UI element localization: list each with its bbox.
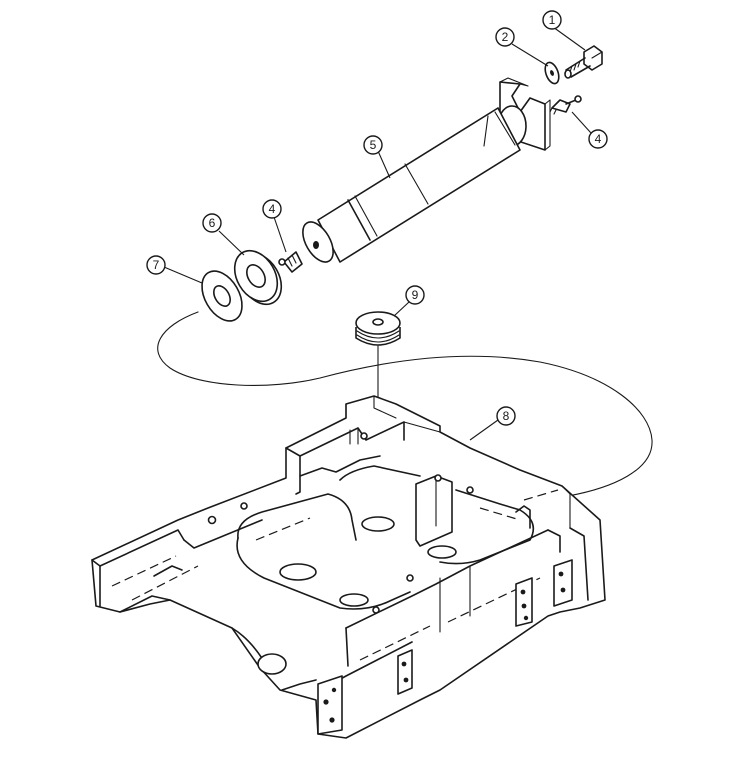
shaft-icon [302,77,551,263]
svg-text:7: 7 [153,258,160,272]
mount-plate [317,675,343,735]
svg-text:8: 8 [503,409,510,423]
callout-8: 8 [469,406,516,441]
assembly-loop [157,311,653,497]
axle-frame-icon [91,395,606,739]
svg-text:2: 2 [502,30,509,44]
svg-text:1: 1 [549,13,556,27]
grease-fitting-icon [278,251,303,273]
svg-text:4: 4 [269,202,276,216]
thrust-washer-icon [233,249,283,306]
grease-fitting-icon [549,95,582,115]
callout-5: 5 [363,135,391,179]
callout-2: 2 [495,27,549,67]
callout-9: 9 [393,285,425,317]
svg-text:6: 6 [209,216,216,230]
callout-4-lower: 4 [262,199,287,253]
washer-icon [544,61,560,85]
plug-icon [355,311,401,346]
bolt-icon [564,45,603,79]
callout-7: 7 [146,255,203,284]
mount-plate [553,559,573,607]
svg-text:5: 5 [370,138,377,152]
callout-4-upper: 4 [571,111,608,149]
svg-text:4: 4 [595,132,602,146]
thrust-washer-icon [201,270,243,322]
svg-text:9: 9 [412,288,419,302]
mount-plate [515,577,533,627]
mount-plate [397,649,413,695]
callout-1: 1 [542,10,586,51]
callout-6: 6 [202,213,245,256]
